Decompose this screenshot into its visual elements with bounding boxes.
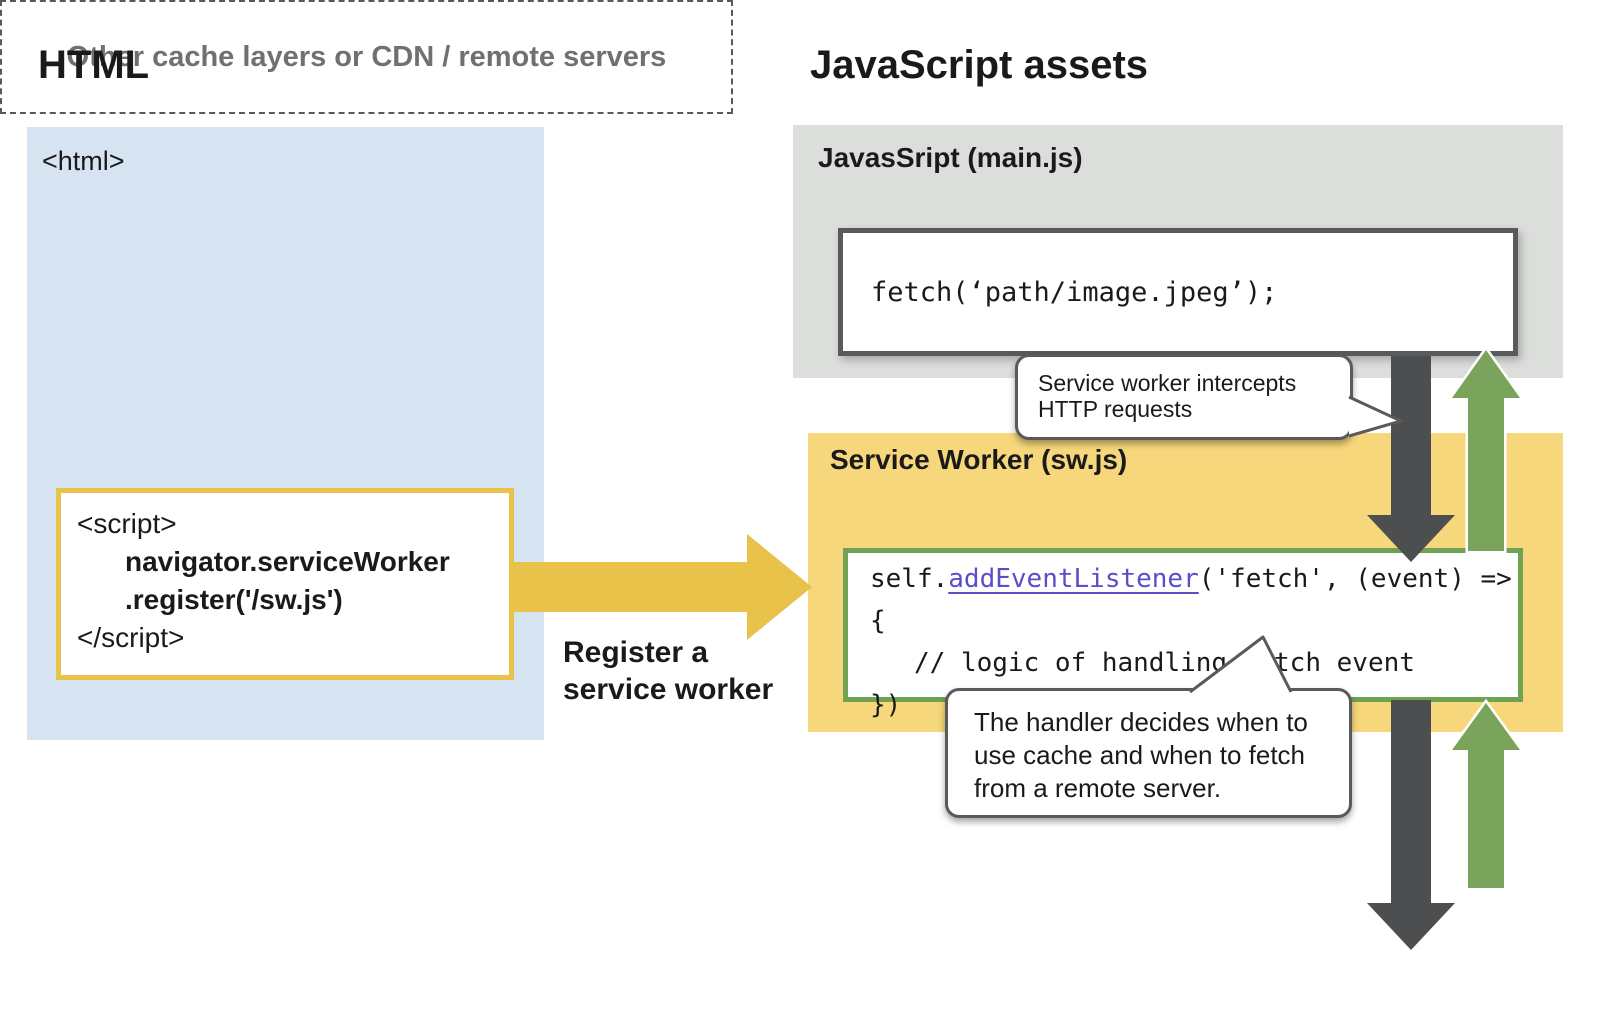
code-line: navigator.serviceWorker [125,546,450,577]
code-line: .register('/sw.js') [125,584,343,615]
code-line: self.addEventListener('fetch', (event) =… [870,564,1512,636]
code-line: }) [870,690,902,720]
register-right-arrow-icon [514,534,812,640]
register-arrow-label: Register a service worker [563,636,774,706]
intercept-bubble-pointer [1348,395,1403,438]
cache-layers-box: Other cache layers or CDN / remote serve… [0,0,733,114]
code-line: // logic of handling fetch event [914,648,1415,678]
html-tag-label: <html> [42,146,125,176]
html-section-title: HTML [38,43,150,87]
add-event-listener-token: addEventListener [948,564,1199,594]
handler-callout-bubble: The handler decides when to use cache an… [945,688,1352,818]
code-line: </script> [77,622,185,653]
code-line: <script> [77,508,177,539]
javascript-assets-title: JavaScript assets [810,43,1149,87]
mainjs-panel-label: JavasSript (main.js) [818,142,1083,173]
intercept-callout-bubble: Service worker intercepts HTTP requests [1015,354,1353,440]
cache-layers-label: Other cache layers or CDN / remote serve… [66,40,667,73]
service-worker-panel-label: Service Worker (sw.js) [830,444,1128,475]
register-script-code-box: <script> navigator.serviceWorker .regist… [56,488,514,680]
fetch-code-line: fetch(‘path/image.jpeg’); [871,276,1278,308]
fetch-code-box: fetch(‘path/image.jpeg’); [838,228,1518,356]
sw-event-listener-code-box: self.addEventListener('fetch', (event) =… [843,548,1523,720]
request-down-arrow-bottom-icon [1367,700,1455,950]
